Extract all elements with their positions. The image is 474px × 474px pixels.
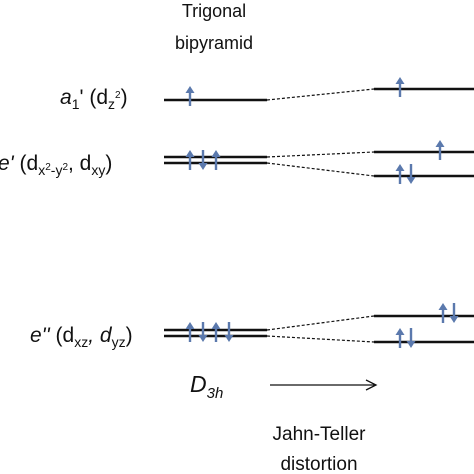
header-line-2: bipyramid bbox=[175, 33, 253, 53]
correlation-e-double-prime-lower bbox=[266, 335, 375, 343]
electron-up-arrow-icon bbox=[438, 303, 448, 323]
electron-up-arrow-icon bbox=[185, 86, 195, 106]
electron-arrows bbox=[185, 77, 459, 348]
correlation-a1 bbox=[266, 88, 375, 101]
electron-down-arrow-icon bbox=[406, 164, 416, 184]
left-levels bbox=[164, 98, 267, 338]
label-e-prime: e' (dx2-y2, dxy) bbox=[0, 152, 112, 178]
right-levels bbox=[374, 87, 474, 344]
electron-up-arrow-icon bbox=[211, 322, 221, 342]
electron-up-arrow-icon bbox=[185, 322, 195, 342]
label-a1: a1' (dz2) bbox=[60, 86, 128, 112]
electron-down-arrow-icon bbox=[406, 328, 416, 348]
electron-up-arrow-icon bbox=[395, 77, 405, 97]
caption-line-2: distortion bbox=[280, 454, 357, 474]
electron-down-arrow-icon bbox=[198, 322, 208, 342]
header-line-1: Trigonal bbox=[182, 1, 246, 21]
electron-up-arrow-icon bbox=[185, 150, 195, 170]
electron-down-arrow-icon bbox=[449, 303, 459, 323]
correlation-e-prime-lower bbox=[266, 162, 375, 177]
electron-down-arrow-icon bbox=[198, 150, 208, 170]
electron-up-arrow-icon bbox=[395, 164, 405, 184]
electron-up-arrow-icon bbox=[435, 140, 445, 160]
correlation-e-double-prime-upper bbox=[266, 315, 375, 331]
correlation-e-prime-upper bbox=[266, 151, 375, 158]
distortion-arrow-icon bbox=[270, 379, 378, 391]
label-e-double-prime: e'' (dxz, dyz) bbox=[30, 324, 133, 350]
correlation-lines bbox=[266, 88, 375, 343]
electron-down-arrow-icon bbox=[224, 322, 234, 342]
caption-line-1: Jahn-Teller bbox=[273, 424, 367, 445]
electron-up-arrow-icon bbox=[395, 328, 405, 348]
point-group-label: D3h bbox=[190, 371, 223, 402]
electron-up-arrow-icon bbox=[211, 150, 221, 170]
